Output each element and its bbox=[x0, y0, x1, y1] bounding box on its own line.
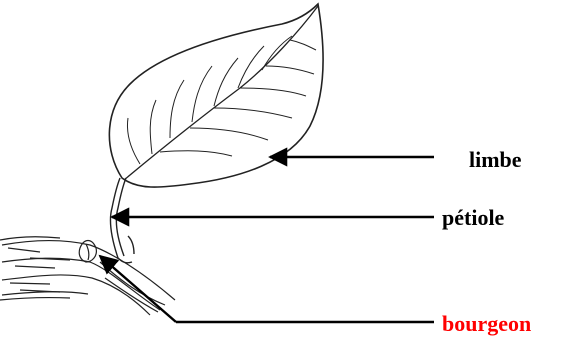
label-limbe: limbe bbox=[469, 149, 522, 171]
label-petiole: pétiole bbox=[442, 207, 504, 229]
petiole bbox=[110, 178, 134, 263]
bud bbox=[79, 241, 96, 263]
label-bourgeon: bourgeon bbox=[442, 313, 531, 335]
pointer-bourgeon bbox=[100, 256, 434, 322]
leaf-blade bbox=[109, 4, 323, 187]
